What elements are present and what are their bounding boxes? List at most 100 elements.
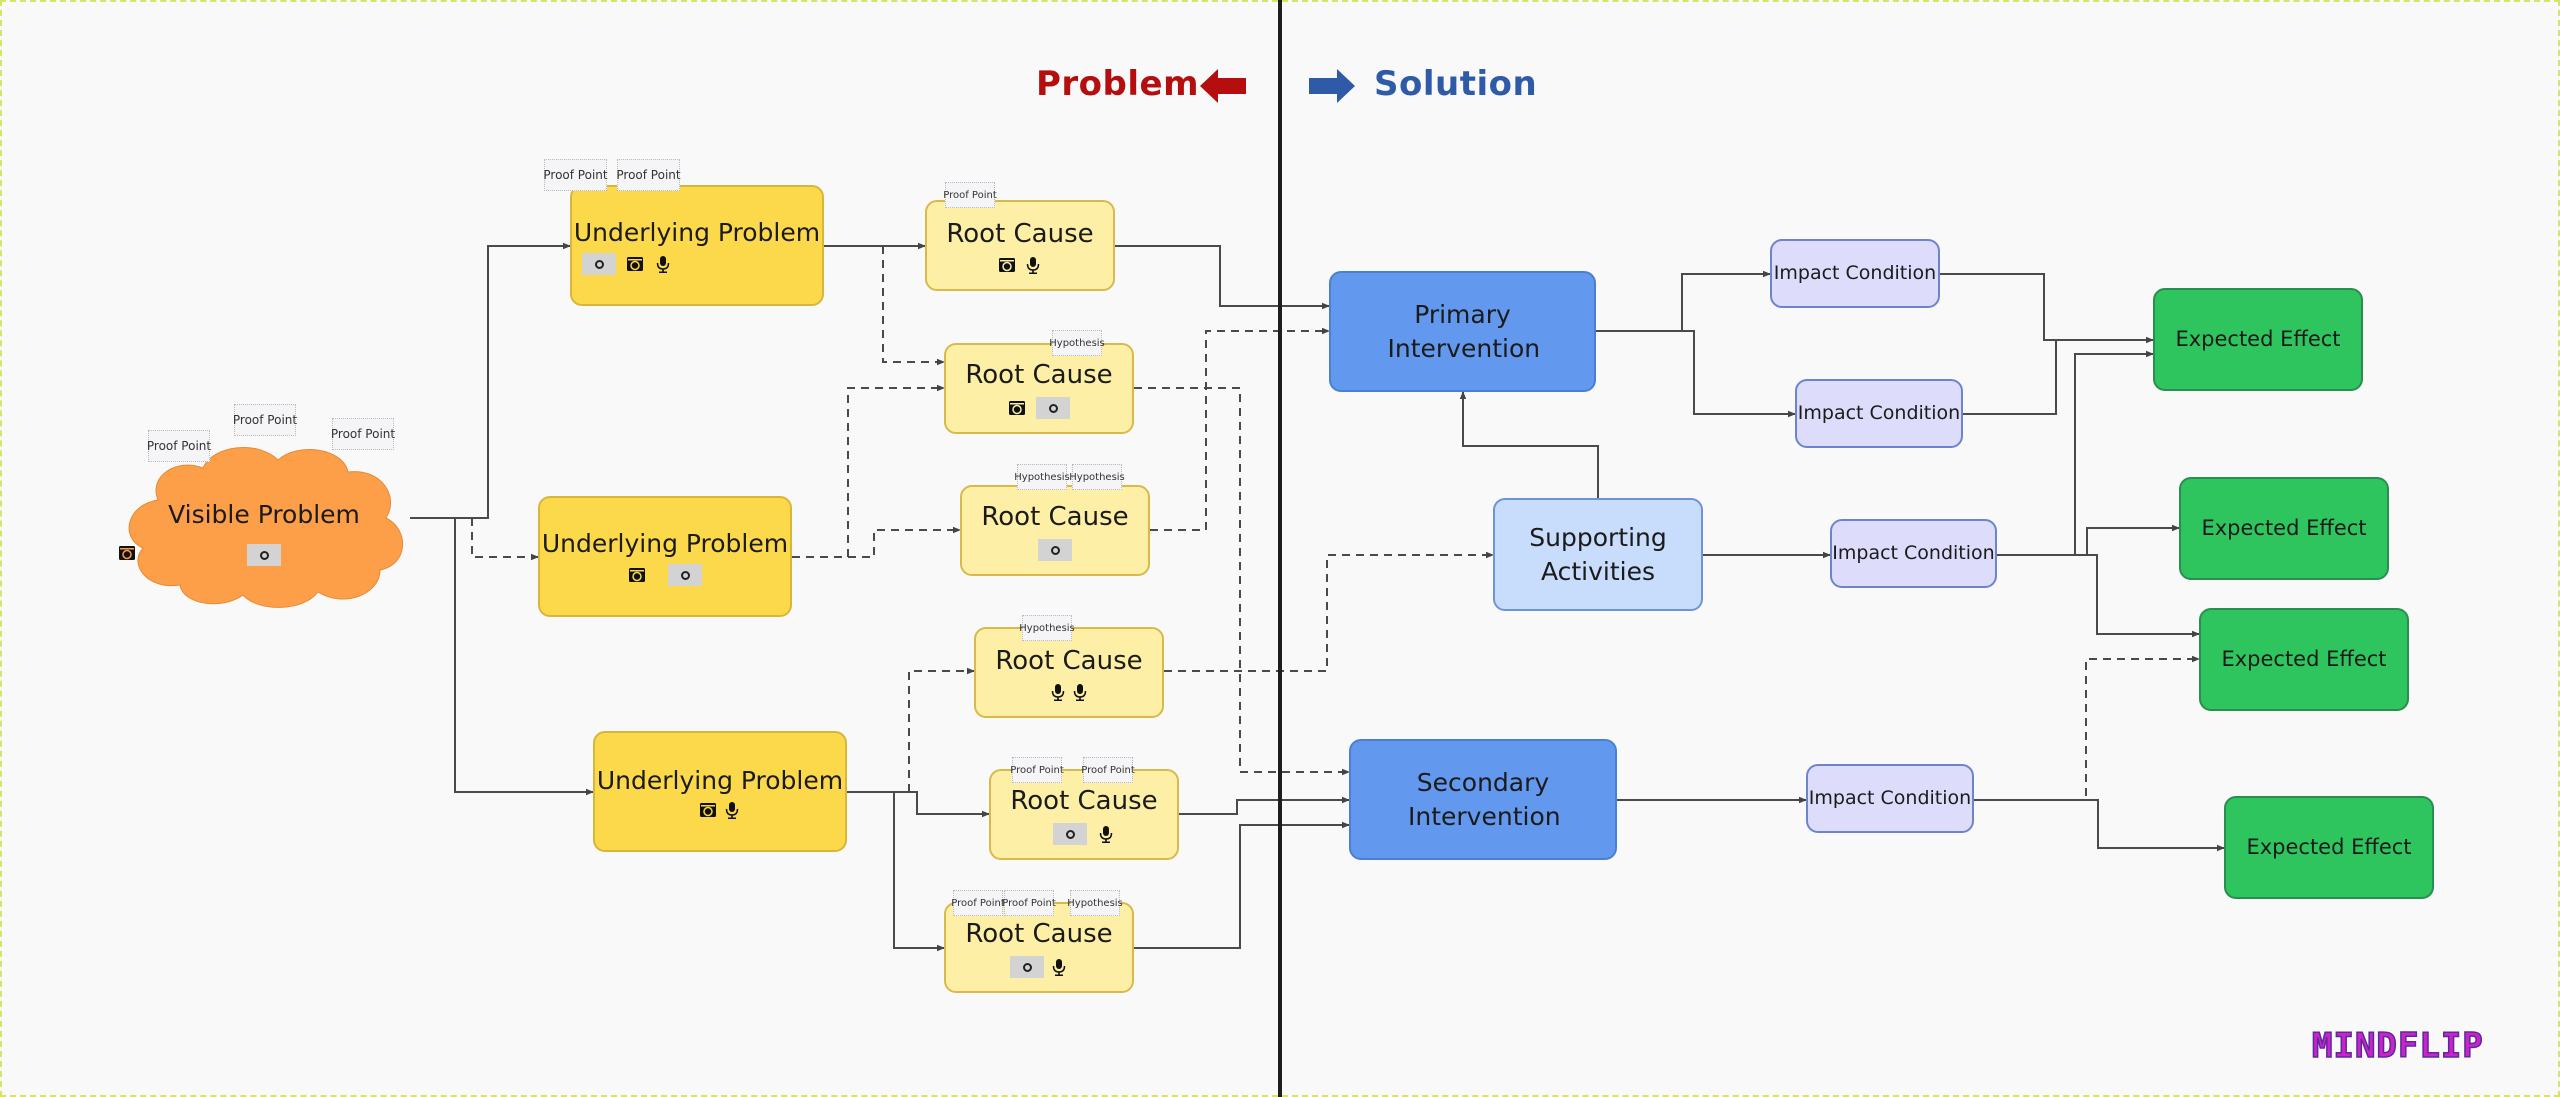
connector[interactable]: [1940, 273, 2154, 344]
expected-effect-node[interactable]: Expected Effect: [2179, 477, 2389, 580]
dashed-connector[interactable]: [1150, 327, 1330, 531]
dashed-connector[interactable]: [1164, 551, 1494, 672]
proof-point-tag[interactable]: Proof Point: [951, 890, 1005, 916]
connector[interactable]: [454, 518, 594, 796]
attachments: [1053, 823, 1115, 846]
dashed-connector[interactable]: [848, 526, 961, 558]
attachments: [699, 801, 741, 820]
dashed-connector[interactable]: [908, 667, 975, 792]
impact-condition-node[interactable]: Impact Condition: [1795, 379, 1963, 448]
mic-icon[interactable]: [1071, 683, 1089, 702]
expected-effect-node[interactable]: Expected Effect: [2199, 608, 2409, 711]
proof-point-tag[interactable]: Proof Point: [1081, 757, 1135, 783]
connector[interactable]: [1963, 340, 2057, 415]
expected-effect-label: Expected Effect: [2246, 835, 2412, 860]
underlying-problem-label: Underlying Problem: [541, 528, 789, 558]
camera-icon[interactable]: [1008, 399, 1026, 417]
visible-problem-node[interactable]: Visible Problem: [118, 440, 410, 610]
expected-effect-label: Expected Effect: [2201, 516, 2367, 541]
root-cause-label: Root Cause: [995, 645, 1143, 676]
connector[interactable]: [847, 791, 990, 818]
mic-icon[interactable]: [1049, 683, 1067, 702]
connector[interactable]: [1179, 796, 1350, 815]
connector[interactable]: [893, 792, 945, 952]
video-icon[interactable]: [1010, 956, 1044, 979]
underlying-problem-node[interactable]: Underlying Problem: [538, 496, 792, 617]
video-icon[interactable]: [1038, 539, 1072, 562]
connector[interactable]: [410, 242, 571, 519]
proof-point-tag[interactable]: Proof Point: [233, 404, 297, 436]
proof-point-tag[interactable]: Proof Point: [616, 159, 681, 191]
proof-point-tag[interactable]: Proof Point: [1010, 757, 1064, 783]
connector[interactable]: [1596, 270, 1771, 332]
primary-intervention-node[interactable]: Primary Intervention: [1329, 271, 1596, 392]
problem-heading: Problem: [1036, 64, 1200, 104]
attachments: [1010, 956, 1068, 979]
attachments: [1038, 539, 1072, 562]
proof-point-tag[interactable]: Proof Point: [943, 182, 997, 208]
connector[interactable]: [1115, 245, 1330, 310]
connector[interactable]: [1134, 821, 1350, 949]
camera-icon[interactable]: [118, 544, 136, 562]
video-icon[interactable]: [1036, 397, 1070, 420]
hypothesis-tag[interactable]: Hypothesis: [1049, 330, 1105, 356]
mic-icon[interactable]: [1050, 958, 1068, 977]
visible-problem-label: Visible Problem: [168, 500, 360, 529]
root-cause-node[interactable]: Root Cause: [960, 485, 1150, 576]
underlying-problem-label: Underlying Problem: [573, 217, 821, 247]
camera-icon[interactable]: [626, 255, 644, 273]
camera-icon[interactable]: [628, 566, 646, 584]
hypothesis-tag[interactable]: Hypothesis: [1067, 890, 1123, 916]
attachments: [1049, 683, 1089, 702]
proof-point-tag[interactable]: Proof Point: [331, 418, 395, 450]
underlying-problem-node[interactable]: Underlying Problem: [593, 731, 847, 852]
proof-point-tag[interactable]: Proof Point: [147, 430, 211, 462]
hypothesis-tag[interactable]: Hypothesis: [1069, 464, 1125, 490]
connector[interactable]: [1682, 330, 1796, 418]
mic-icon[interactable]: [654, 255, 672, 274]
camera-icon[interactable]: [699, 801, 717, 819]
proof-point-tag[interactable]: Proof Point: [1002, 890, 1056, 916]
dashed-connector[interactable]: [2085, 655, 2200, 796]
mic-icon[interactable]: [723, 801, 741, 820]
video-icon[interactable]: [668, 564, 702, 587]
connector[interactable]: [1459, 391, 1599, 498]
connector[interactable]: [2075, 524, 2180, 556]
root-cause-label: Root Cause: [981, 501, 1129, 532]
expected-effect-node[interactable]: Expected Effect: [2224, 796, 2434, 899]
impact-condition-node[interactable]: Impact Condition: [1770, 239, 1940, 308]
attachments: [582, 253, 672, 276]
hypothesis-tag[interactable]: Hypothesis: [1019, 615, 1075, 641]
root-cause-node[interactable]: Root Cause: [944, 902, 1134, 993]
video-icon[interactable]: [1053, 823, 1087, 846]
root-cause-node[interactable]: Root Cause: [974, 627, 1164, 718]
supporting-activities-node[interactable]: Supporting Activities: [1493, 498, 1703, 611]
expected-effect-label: Expected Effect: [2221, 647, 2387, 672]
video-icon[interactable]: [247, 544, 281, 566]
left-arrow-icon: [1200, 69, 1246, 103]
connector[interactable]: [2087, 554, 2200, 638]
expected-effect-label: Expected Effect: [2175, 327, 2341, 352]
secondary-intervention-node[interactable]: Secondary Intervention: [1349, 739, 1617, 860]
root-cause-node[interactable]: Root Cause: [989, 769, 1179, 860]
dashed-connector[interactable]: [471, 518, 539, 561]
attachments: [998, 256, 1042, 275]
underlying-problem-node[interactable]: Underlying Problem: [570, 185, 824, 306]
dashed-connector[interactable]: [792, 384, 945, 558]
dashed-connector[interactable]: [882, 246, 945, 366]
impact-condition-node[interactable]: Impact Condition: [1830, 519, 1997, 588]
camera-icon[interactable]: [998, 256, 1016, 274]
video-icon[interactable]: [582, 253, 616, 276]
attachments: [628, 564, 702, 587]
impact-condition-node[interactable]: Impact Condition: [1806, 764, 1974, 833]
mic-icon[interactable]: [1097, 825, 1115, 844]
dashed-connector[interactable]: [1134, 387, 1350, 776]
connector[interactable]: [1997, 350, 2154, 556]
expected-effect-node[interactable]: Expected Effect: [2153, 288, 2363, 391]
proof-point-tag[interactable]: Proof Point: [543, 159, 608, 191]
root-cause-node[interactable]: Root Cause: [944, 343, 1134, 434]
hypothesis-tag[interactable]: Hypothesis: [1014, 464, 1070, 490]
mic-icon[interactable]: [1024, 256, 1042, 275]
root-cause-node[interactable]: Root Cause: [925, 200, 1115, 291]
connector[interactable]: [1974, 799, 2225, 852]
